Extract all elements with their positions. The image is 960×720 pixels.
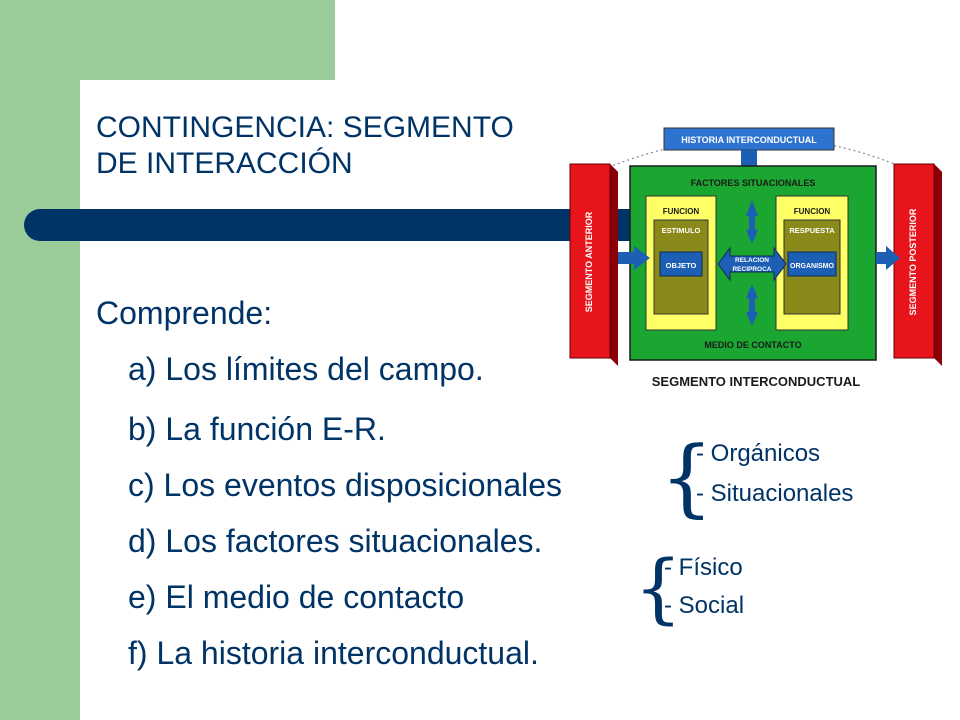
left-accent-band bbox=[0, 0, 80, 720]
segment-posterior-label: SEGMENTO POSTERIOR bbox=[908, 208, 918, 315]
factores-label: FACTORES SITUACIONALES bbox=[691, 178, 816, 188]
sub-item: - Social bbox=[664, 592, 745, 619]
funcion-left-label: FUNCION bbox=[663, 207, 700, 216]
list-item: e) El medio de contacto bbox=[128, 579, 465, 615]
title-underline-bar bbox=[24, 209, 638, 241]
organismo-label: ORGANISMO bbox=[790, 263, 835, 270]
reciproca-label: RECIPROCA bbox=[732, 266, 771, 273]
objeto-label: OBJETO bbox=[666, 261, 697, 270]
brace-icon: { bbox=[634, 543, 683, 632]
page-title: CONTINGENCIA: SEGMENTO DE INTERACCIÓN bbox=[96, 110, 636, 182]
segmento-interconductual-label: SEGMENTO INTERCONDUCTUAL bbox=[652, 374, 861, 389]
top-accent-block bbox=[0, 0, 335, 80]
intro-text: Comprende: bbox=[96, 295, 273, 331]
list-item: f) La historia interconductual. bbox=[128, 635, 539, 671]
segment-posterior-box bbox=[893, 163, 935, 359]
arrow-down-icon bbox=[746, 230, 758, 244]
arrow-down-icon bbox=[746, 312, 758, 326]
list-item: d) Los factores situacionales. bbox=[128, 523, 543, 559]
reciprocal-arrow-icon bbox=[717, 246, 787, 282]
arrow-up-icon bbox=[746, 200, 758, 216]
interbehavioral-segment-diagram: HISTORIA INTERCONDUCTUAL SEGMENTO ANTERI… bbox=[560, 120, 960, 410]
arc-line bbox=[589, 137, 921, 176]
estimulo-label: ESTIMULO bbox=[662, 226, 701, 235]
objeto-box bbox=[659, 251, 703, 277]
relacion-label: RELACION bbox=[735, 257, 769, 264]
segment-anterior-label: SEGMENTO ANTERIOR bbox=[584, 211, 594, 312]
list-item: a) Los límites del campo. bbox=[128, 351, 484, 387]
arrow-right-icon bbox=[886, 246, 900, 270]
page-title-line-1: CONTINGENCIA: SEGMENTO bbox=[96, 111, 514, 144]
funcion-right-label: FUNCION bbox=[794, 207, 831, 216]
arrow-right-icon bbox=[634, 246, 650, 270]
list-item: c) Los eventos disposicionales bbox=[128, 467, 563, 503]
arrow-down-icon bbox=[741, 150, 757, 166]
sub-item: - Físico bbox=[664, 554, 743, 581]
arrow-up-icon bbox=[746, 284, 758, 298]
historia-label: HISTORIA INTERCONDUCTUAL bbox=[681, 135, 817, 145]
sub-item: - Orgánicos bbox=[696, 440, 821, 467]
respuesta-label: RESPUESTA bbox=[789, 226, 835, 235]
brace-icon: { bbox=[660, 428, 714, 526]
organismo-box bbox=[787, 251, 837, 277]
sub-item: - Situacionales bbox=[696, 480, 854, 507]
medio-label: MEDIO DE CONTACTO bbox=[704, 340, 801, 350]
list-item: b) La función E-R. bbox=[128, 411, 386, 447]
page-title-line-2: DE INTERACCIÓN bbox=[96, 147, 353, 180]
segment-anterior-box bbox=[569, 163, 611, 359]
